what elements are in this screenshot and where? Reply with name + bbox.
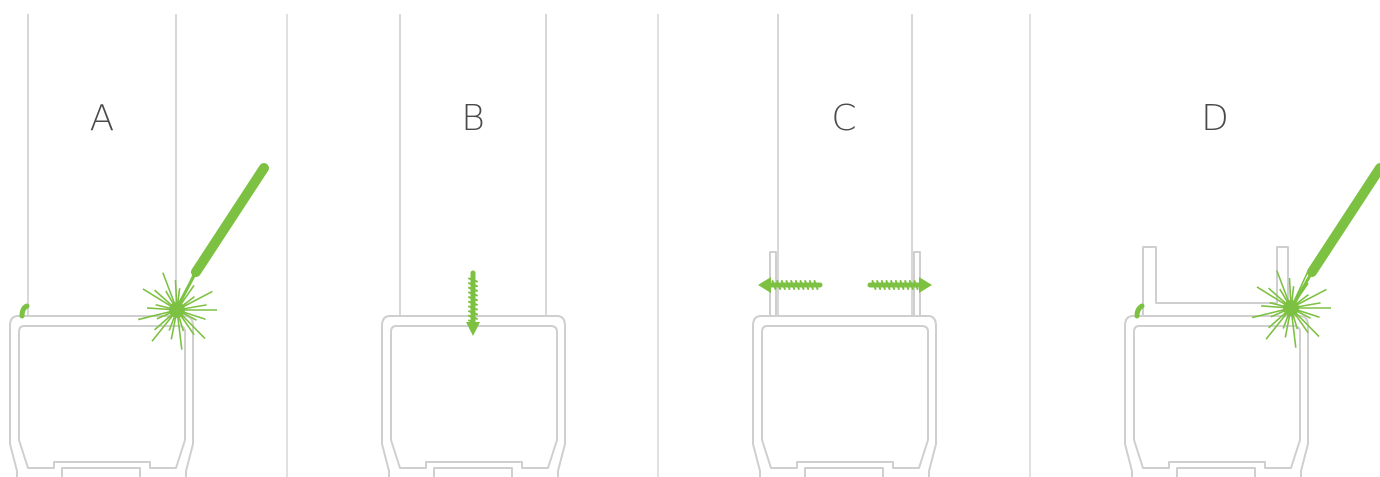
panel-b-channel-profile (381, 315, 566, 477)
panel-d-u-bracket (1142, 246, 1289, 316)
panel-b: B (381, 14, 566, 477)
panel-a-spark-icon (137, 272, 217, 350)
panel-a: A (9, 14, 269, 477)
panel-label-d: D (1201, 98, 1229, 139)
panel-label-a: A (90, 98, 115, 139)
panel-a-weld-bead-left (19, 303, 30, 319)
panel-c-screw-right-icon (867, 277, 932, 293)
panel-a-welding-torch (191, 163, 269, 277)
panel-a-channel-profile (9, 315, 194, 477)
panel-d-spark-icon (1251, 270, 1331, 348)
panel-c-screw-left-icon (758, 277, 823, 293)
panel-d: D (1124, 98, 1380, 477)
panel-c: C (752, 14, 937, 477)
panel-label-b: B (461, 98, 485, 139)
panel-label-c: C (831, 98, 856, 139)
panel-c-channel-profile (752, 315, 937, 477)
panel-d-channel-profile (1124, 315, 1309, 477)
panel-d-welding-torch (1307, 163, 1380, 277)
panel-b-screw-icon (466, 270, 480, 336)
panel-d-weld-bead-left (1134, 303, 1145, 319)
